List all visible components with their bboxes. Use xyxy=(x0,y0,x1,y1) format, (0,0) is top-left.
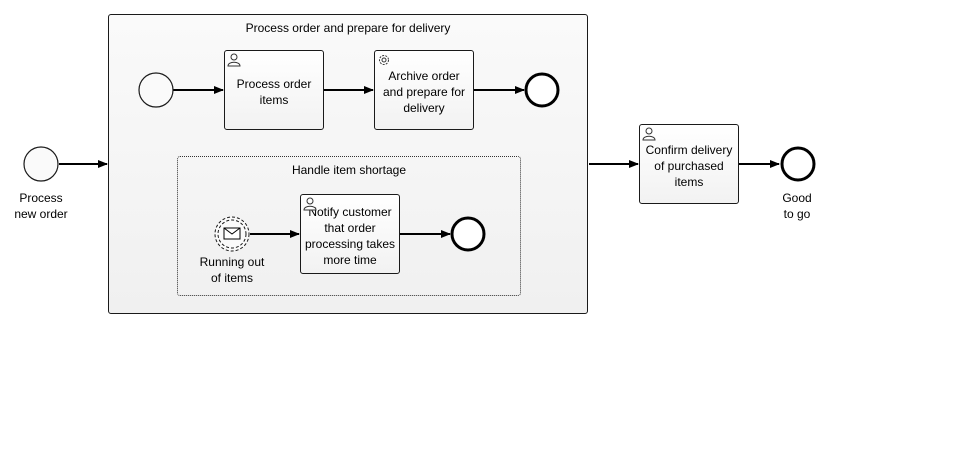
start-event-process-new-order[interactable] xyxy=(23,146,59,182)
shortage-end-event[interactable] xyxy=(450,216,486,252)
task-archive-order[interactable]: Archive order and prepare for delivery xyxy=(374,50,474,130)
subprocess-title: Process order and prepare for delivery xyxy=(245,21,451,35)
envelope-icon xyxy=(223,227,241,240)
user-icon xyxy=(642,127,656,141)
label-process-new-order: Process new order xyxy=(14,191,68,221)
label-running-out-of-items: Running out of items xyxy=(199,255,265,285)
inner-end-event[interactable] xyxy=(524,72,560,108)
inner-start-event[interactable] xyxy=(138,72,174,108)
task-label: Process order items xyxy=(236,77,312,107)
task-confirm-delivery[interactable]: Confirm delivery of purchased items xyxy=(639,124,739,204)
task-label: Confirm delivery of purchased items xyxy=(645,143,733,189)
user-icon xyxy=(303,197,317,211)
message-start-event-inner-ring xyxy=(217,219,247,249)
task-process-order-items[interactable]: Process order items xyxy=(224,50,324,130)
task-label: Archive order and prepare for delivery xyxy=(382,69,466,115)
task-label: Notify customer that order processing ta… xyxy=(304,205,396,267)
event-subprocess-title: Handle item shortage xyxy=(291,163,407,177)
label-good-to-go: Good to go xyxy=(782,191,812,221)
task-notify-customer[interactable]: Notify customer that order processing ta… xyxy=(300,194,400,274)
end-event-good-to-go[interactable] xyxy=(780,146,816,182)
event-subprocess-item-shortage[interactable]: Handle item shortage xyxy=(177,156,521,296)
user-icon xyxy=(227,53,241,67)
gear-icon xyxy=(379,55,389,65)
